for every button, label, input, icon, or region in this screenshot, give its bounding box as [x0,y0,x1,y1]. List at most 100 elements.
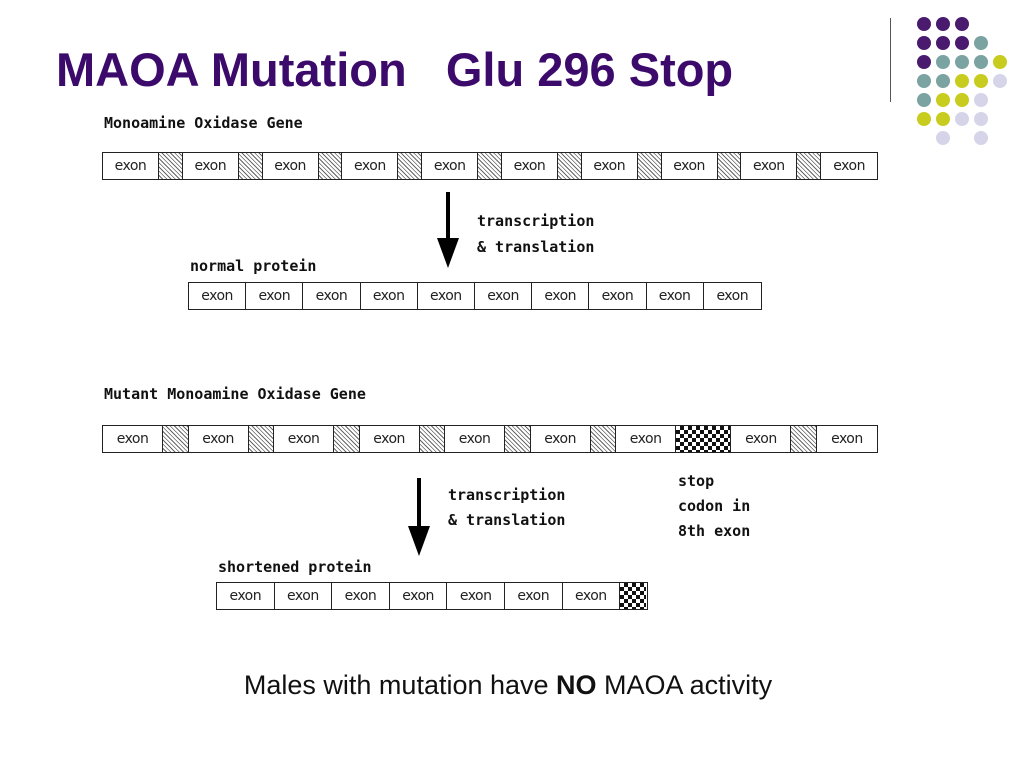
dot-yellow [993,55,1007,69]
stop-note-line1: stop [678,472,715,490]
normal-protein-label: normal protein [190,257,317,275]
dot-purple [936,17,950,31]
exon-segment: exon [582,153,638,179]
exon-segment: exon [390,583,448,609]
dot-purple [917,55,931,69]
caption-text-before: Males with mutation have [243,670,557,700]
exon-segment: exon [531,426,591,452]
arrow1-label-line2: & translation [477,238,595,256]
intron-segment [557,153,582,179]
exon-segment: exon [189,426,249,452]
stop-note-line3: 8th exon [678,522,751,540]
intron-segment [419,426,446,452]
exon-segment: exon [563,583,621,609]
exon-segment: exon [616,426,677,452]
transcription-arrow-1 [436,192,460,270]
intron-segment [318,153,343,179]
caption-text-bold: NO [556,670,597,700]
exon-segment: exon [833,158,865,174]
shortened-protein-label: shortened protein [218,558,372,576]
title-divider-line [890,18,891,102]
exon-segment: exon [275,583,333,609]
intron-segment [590,426,617,452]
exon-segment: exon [445,426,506,452]
dot-purple [955,36,969,50]
slide-title: MAOA Mutation Glu 296 Stop [56,43,734,96]
intron-segment [163,426,189,452]
exon-segment: exon [731,426,792,452]
exon-segment: exon [103,426,164,452]
dot-teal [917,93,931,107]
exon-segment: exon [183,153,239,179]
exon-segment: exon [217,583,275,609]
transcription-arrow-2 [407,478,431,558]
intron-segment [478,153,502,179]
intron-segment [505,426,531,452]
exon-segment: exon [332,583,390,609]
dot-teal [936,55,950,69]
arrow2-label-line1: transcription [448,486,566,504]
dot-purple [917,36,931,50]
dot-teal [917,74,931,88]
dot-teal [974,36,988,50]
gene-label: Monoamine Oxidase Gene [104,114,303,132]
exon-segment: exon [505,583,563,609]
dot-lavender [974,131,988,145]
exon-segment: exon [741,153,798,179]
dot-yellow [955,74,969,88]
dot-yellow [936,112,950,126]
stop-codon-segment [620,583,647,609]
exon-segment: exon [447,583,505,609]
exon-segment: exon [360,426,420,452]
dot-lavender [974,93,988,107]
slide-caption: Males with mutation have NO MAOA activit… [0,670,1016,701]
mutant-gene-label: Mutant Monoamine Oxidase Gene [104,385,366,403]
exon-segment: exon [589,283,647,309]
intron-segment [248,426,275,452]
exon-segment: exon [263,153,319,179]
exon-segment: exon [361,283,418,309]
dot-yellow [936,93,950,107]
intron-segment [637,153,662,179]
dot-yellow [917,112,931,126]
exon-segment: exon [831,431,863,447]
exon-segment: exon [274,426,335,452]
dot-yellow [974,74,988,88]
exon-segment: exon [475,283,533,309]
intron-segment [334,426,360,452]
exon-segment: exon [303,283,361,309]
exon-segment: exon [103,153,159,179]
intron-segment [797,153,822,179]
dot-lavender [974,112,988,126]
caption-text-after: MAOA activity [596,670,773,700]
intron-segment [158,153,183,179]
dot-yellow [955,93,969,107]
exon-segment: exon [716,288,749,304]
exon-segment: exon [422,153,479,179]
dot-purple [917,17,931,31]
mutant-gene-strip: exon exon exon exon exon exon exon exon exon [102,425,878,453]
dot-lavender [955,112,969,126]
dot-purple [955,17,969,31]
stop-note-line2: codon in [678,497,751,515]
intron-segment [238,153,263,179]
exon-segment: exon [502,153,558,179]
stop-codon-segment [676,426,732,452]
exon-segment: exon [246,283,304,309]
exon-segment: exon [418,283,475,309]
dot-lavender [936,131,950,145]
dot-teal [936,74,950,88]
exon-segment: exon [189,283,247,309]
arrow2-label-line2: & translation [448,511,566,529]
dot-purple [936,36,950,50]
dot-teal [974,55,988,69]
exon-segment: exon [342,153,399,179]
dot-lavender [993,74,1007,88]
intron-segment [791,426,817,452]
exon-segment: exon [532,283,590,309]
exon-segment: exon [647,283,704,309]
arrow1-label-line1: transcription [477,212,595,230]
